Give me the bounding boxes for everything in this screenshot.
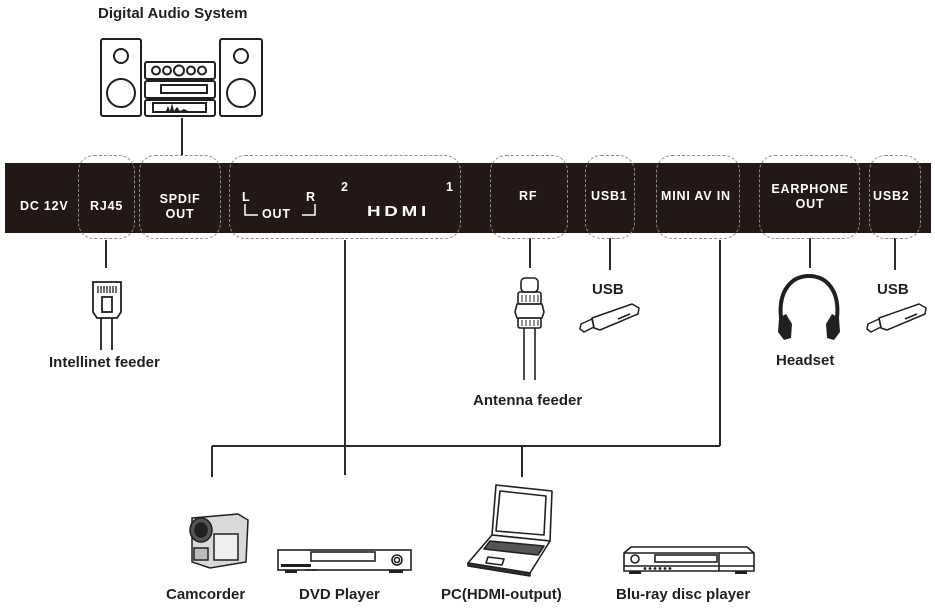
spdif-label: SPDIF OUT: [155, 192, 205, 222]
rj45-label: RJ45: [90, 199, 124, 213]
audio-hdmi-port-group[interactable]: [229, 155, 461, 239]
antenna-feeder-label: Antenna feeder: [473, 392, 583, 409]
usb1-device-label: USB: [592, 281, 624, 298]
usb2-device-label: USB: [877, 281, 909, 298]
coax-plug-icon: [514, 277, 545, 380]
intellinet-feeder-label: Intellinet feeder: [49, 354, 160, 371]
earphone-out-port[interactable]: [759, 155, 860, 239]
rj45-port[interactable]: [78, 155, 135, 239]
rj45-plug-icon: [92, 281, 122, 350]
headphones-icon: [778, 273, 840, 340]
camcorder-icon: [189, 513, 249, 569]
diagram-title: Digital Audio System: [98, 5, 248, 22]
audio-out-bracket: [244, 204, 316, 216]
camcorder-label: Camcorder: [166, 586, 246, 603]
rf-label: RF: [519, 189, 538, 203]
dvd-player-icon: [277, 549, 412, 573]
hdmi-1-number: 1: [446, 180, 454, 194]
spdif-label-line1: SPDIF: [159, 192, 201, 206]
audio-out-label: OUT: [262, 207, 291, 221]
usb1-label: USB1: [591, 189, 628, 203]
rear-panel: [5, 163, 931, 233]
bluray-player-label: Blu-ray disc player: [616, 586, 751, 603]
mini-av-in-port[interactable]: [656, 155, 740, 239]
spdif-label-line2: OUT: [165, 207, 195, 221]
mini-av-in-label: MINI AV IN: [661, 189, 731, 203]
hdmi-logo: HDMI: [367, 203, 430, 220]
usb-stick-icon: [579, 303, 640, 333]
bluray-player-icon: [623, 546, 755, 574]
usb2-label: USB2: [873, 189, 910, 203]
stereo-system-icon: [100, 38, 263, 117]
hdmi-2-number: 2: [341, 180, 349, 194]
earphone-label-line2: OUT: [795, 197, 825, 211]
earphone-label-line1: EARPHONE: [771, 182, 849, 196]
usb1-port[interactable]: [585, 155, 635, 239]
pc-label: PC(HDMI-output): [441, 586, 562, 603]
dvd-player-label: DVD Player: [299, 586, 380, 603]
audio-out-right-label: R: [306, 190, 316, 204]
laptop-icon: [467, 484, 553, 577]
dc12v-label: DC 12V: [20, 199, 69, 213]
rf-port[interactable]: [490, 155, 568, 239]
usb2-port[interactable]: [869, 155, 921, 239]
spdif-port[interactable]: [139, 155, 221, 239]
usb-stick-icon: [866, 303, 927, 333]
audio-out-left-label: L: [242, 190, 251, 204]
earphone-out-label: EARPHONE OUT: [766, 182, 854, 212]
headset-label: Headset: [776, 352, 835, 369]
